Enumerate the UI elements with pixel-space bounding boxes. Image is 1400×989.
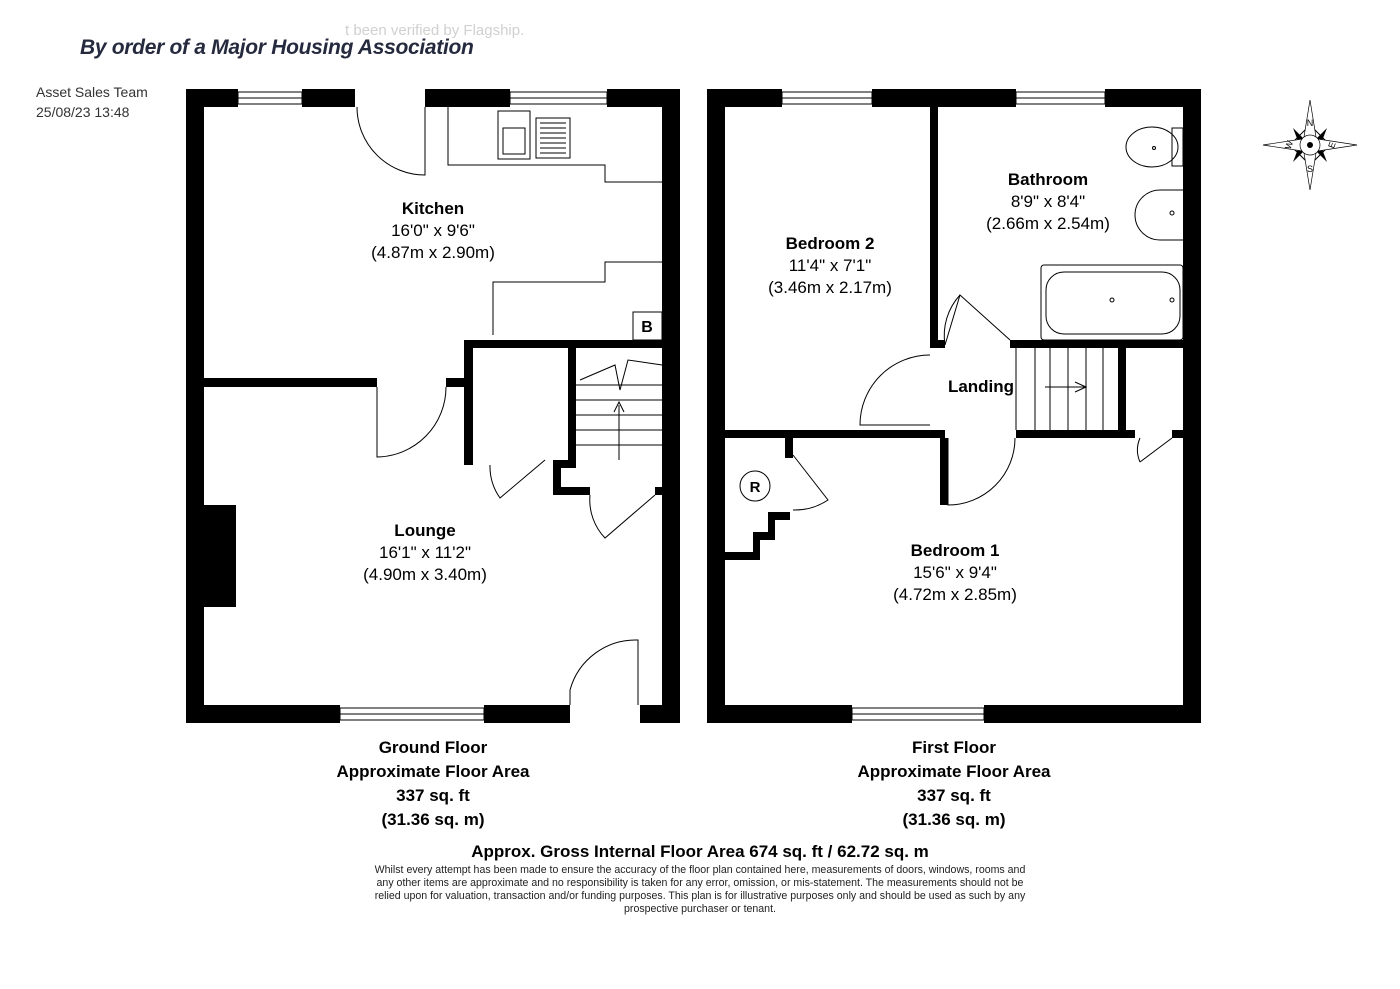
- first-floor-fixtures: [739, 91, 1184, 721]
- disclaimer: Whilst every attempt has been made to en…: [374, 864, 1026, 915]
- room-imperial: 16'1" x 11'2": [379, 543, 471, 562]
- compass-n: N: [1307, 118, 1314, 128]
- team-label: Asset Sales Team: [36, 84, 148, 100]
- area-label: Approximate Floor Area: [336, 762, 530, 781]
- compass-w: W: [1283, 139, 1295, 151]
- first-floor-summary: First Floor Approximate Floor Area 337 s…: [857, 736, 1050, 832]
- area-sqm: (31.36 sq. m): [381, 810, 485, 829]
- room-metric: (4.87m x 2.90m): [371, 243, 495, 262]
- compass-e: E: [1326, 140, 1337, 149]
- compass-s: S: [1307, 164, 1313, 174]
- room-bedroom-1: Bedroom 1 15'6" x 9'4" (4.72m x 2.85m): [893, 540, 1017, 606]
- compass-icon: N S W E: [1262, 99, 1358, 191]
- watermark-text: t been verified by Flagship.: [345, 22, 525, 39]
- area-sqm: (31.36 sq. m): [902, 810, 1006, 829]
- room-metric: (2.66m x 2.54m): [986, 214, 1110, 233]
- cylinder-label: R: [750, 479, 761, 496]
- page-title: By order of a Major Housing Association: [80, 36, 474, 59]
- room-kitchen: Kitchen 16'0" x 9'6" (4.87m x 2.90m): [371, 198, 495, 264]
- room-bathroom: Bathroom 8'9" x 8'4" (2.66m x 2.54m): [986, 169, 1110, 235]
- gross-area: Approx. Gross Internal Floor Area 674 sq…: [471, 842, 929, 861]
- room-imperial: 15'6" x 9'4": [913, 563, 997, 582]
- room-landing: Landing: [948, 376, 1014, 398]
- ground-floor-walls: [186, 89, 680, 723]
- room-bedroom-2: Bedroom 2 11'4" x 7'1" (3.46m x 2.17m): [768, 233, 892, 299]
- room-imperial: 16'0" x 9'6": [391, 221, 475, 240]
- ground-floor-fixtures: [237, 91, 663, 721]
- first-floor-walls: [707, 89, 1201, 723]
- room-name: Bathroom: [1007, 170, 1089, 189]
- room-imperial: 11'4" x 7'1": [788, 256, 872, 275]
- area-sqft: 337 sq. ft: [396, 786, 470, 805]
- area-sqft: 337 sq. ft: [917, 786, 991, 805]
- room-name: Bedroom 2: [785, 234, 875, 253]
- floor-label: Ground Floor: [378, 738, 488, 757]
- room-metric: (4.72m x 2.85m): [893, 585, 1017, 604]
- room-imperial: 8'9" x 8'4": [1010, 192, 1086, 211]
- floor-label: First Floor: [911, 738, 997, 757]
- room-name: Kitchen: [401, 199, 465, 218]
- boiler-label: B: [641, 319, 653, 336]
- room-name: Landing: [947, 377, 1015, 396]
- ground-floor-summary: Ground Floor Approximate Floor Area 337 …: [336, 736, 529, 832]
- room-metric: (4.90m x 3.40m): [363, 565, 487, 584]
- timestamp: 25/08/23 13:48: [36, 104, 130, 120]
- room-name: Lounge: [394, 521, 456, 540]
- room-lounge: Lounge 16'1" x 11'2" (4.90m x 3.40m): [363, 520, 487, 586]
- room-metric: (3.46m x 2.17m): [768, 278, 892, 297]
- room-name: Bedroom 1: [910, 541, 1000, 560]
- area-label: Approximate Floor Area: [857, 762, 1051, 781]
